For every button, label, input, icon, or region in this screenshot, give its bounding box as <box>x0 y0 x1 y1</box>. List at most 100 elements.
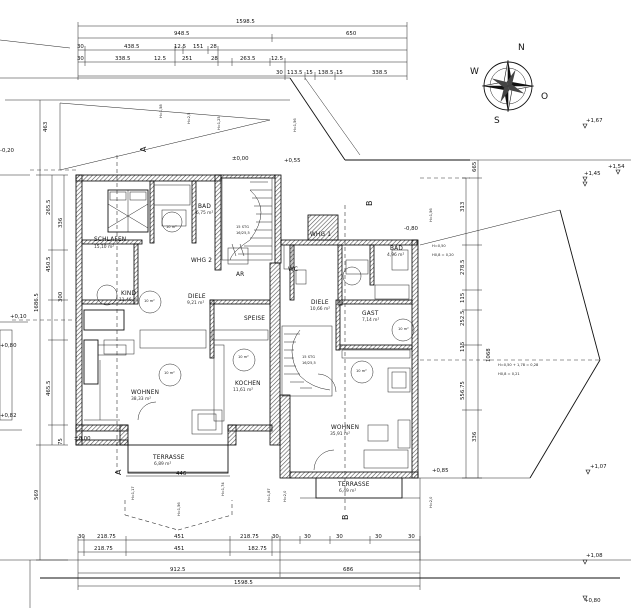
level-11: +1,07 <box>590 464 607 470</box>
svg-text:10 m²: 10 m² <box>356 369 367 373</box>
svg-text:H=1,74: H=1,74 <box>221 482 225 496</box>
dim-top-3g: 12.5 <box>271 56 283 62</box>
dim-bot-1d: 218.75 <box>240 534 259 540</box>
room-label-bad1: BAD <box>198 204 211 210</box>
svg-text:H=1,25: H=1,25 <box>217 116 221 130</box>
dim-right-1: 665 <box>472 162 478 172</box>
level-1: +1,67 <box>586 118 603 124</box>
site-lines-bottom <box>0 478 631 608</box>
dim-left-2: 265.5 <box>46 200 52 215</box>
stair-right-ratio: 16/25,5 <box>302 361 316 365</box>
room-label-speise: SPEISE <box>244 316 265 322</box>
dim-top-4a: 30 <box>276 70 283 76</box>
room-label-terrasse2: TERRASSE <box>337 482 370 488</box>
dim-left-7: 75 <box>58 438 64 445</box>
dim-top-3d: 251 <box>182 56 192 62</box>
dim-bot-1h: 30 <box>375 534 382 540</box>
room-label-diele2: DIELE <box>311 300 329 306</box>
level-5: +0,55 <box>284 158 301 164</box>
svg-text:H=2,5: H=2,5 <box>187 113 191 124</box>
level-14: +0,80 <box>584 598 601 604</box>
dim-bot-2b: 451 <box>174 546 184 552</box>
dim-right-4: 115 <box>460 293 466 303</box>
level-4: ±0,00 <box>232 156 249 162</box>
dim-top-4b: 113.5 <box>287 70 302 76</box>
dim-bot-1b: 218.75 <box>97 534 116 540</box>
svg-text:H=1,17: H=1,17 <box>131 486 135 500</box>
dim-bot-1f: 30 <box>304 534 311 540</box>
room-label-diele1: DIELE <box>188 294 206 300</box>
room-area-bad2: 4,96 m² <box>387 252 404 258</box>
svg-text:H=1,87: H=1,87 <box>267 488 271 502</box>
building-left <box>75 174 282 446</box>
dim-left-6: 450.5 <box>46 257 52 272</box>
level-9: +0,82 <box>0 413 17 419</box>
room-area-kind: 11,46 m² <box>119 297 139 303</box>
room-label-bad2: BAD <box>390 246 403 252</box>
dim-bot-2c: 182.75 <box>248 546 267 552</box>
room-area-diele2: 10,66 m² <box>310 306 330 312</box>
svg-text:H=2,0: H=2,0 <box>429 496 433 508</box>
room-label-kochen: KOCHEN <box>235 381 261 387</box>
dim-top-3b: 338.5 <box>115 56 130 62</box>
dim-top-3a: 30 <box>77 56 84 62</box>
room-label-whg2: WHG 2 <box>191 258 212 264</box>
svg-text:H=1,56: H=1,56 <box>429 208 433 222</box>
dim-right-8: 556.75 <box>460 381 466 400</box>
svg-text:10 m²: 10 m² <box>166 225 177 229</box>
room-label-wc: WC <box>288 267 298 273</box>
level-15: +0,80 <box>0 343 17 349</box>
section-mark-b-top: B <box>365 201 374 207</box>
room-label-whg1: WHG 1 <box>310 232 331 238</box>
stair-left-steps: 15 STG <box>236 225 249 229</box>
svg-text:H=1,56: H=1,56 <box>177 502 181 516</box>
svg-text:H=1,56: H=1,56 <box>293 118 297 132</box>
dim-top-2b: 438.5 <box>124 44 139 50</box>
level-12: +0,85 <box>432 468 449 474</box>
level-7: -0,20 <box>0 148 15 154</box>
dim-right-7: 115 <box>460 342 466 352</box>
dim-top-1a: 948.5 <box>174 31 189 37</box>
dim-top-2c: 12.5 <box>174 44 186 50</box>
section-mark-a-top: A <box>139 146 148 152</box>
dim-bot-2a: 218.75 <box>94 546 113 552</box>
dim-overall-top: 1598.5 <box>236 19 255 25</box>
level-13: +1,08 <box>586 553 603 559</box>
compass-s: S <box>494 116 500 126</box>
note-terrace-right-ht: H=0,50 + 1,78 = 0,28 <box>498 363 539 367</box>
dimension-chains-bottom: 30 218.75 451 218.75 30 30 30 30 30 218.… <box>77 534 421 590</box>
dim-right-9: 336 <box>472 431 478 442</box>
dim-top-2d: 151 <box>193 44 203 50</box>
note-terrace-right-ht2: H0,8 = 0,21 <box>498 372 520 376</box>
stair-right: 15 STG 16/25,5 <box>281 325 333 397</box>
furniture-right <box>283 244 411 471</box>
room-label-ar: AR <box>236 272 244 278</box>
room-label-schlafen: SCHLAFEN <box>94 237 126 243</box>
dim-top-2a: 30 <box>77 44 84 50</box>
room-area-wohnen2: 35,91 m² <box>330 431 350 437</box>
stair-left-ratio: 16/25,5 <box>236 231 250 235</box>
dim-top-4e: 15 <box>336 70 343 76</box>
dim-bot-1g: 30 <box>336 534 343 540</box>
room-area-wohnen1: 38,33 m² <box>131 396 151 402</box>
dim-top-3e: 28 <box>211 56 218 62</box>
dim-right-2: 313 <box>460 202 466 212</box>
svg-text:10 m²: 10 m² <box>164 371 175 375</box>
dim-right-5: 252.5 <box>460 311 466 326</box>
room-area-terrasse2: 6,49 m² <box>339 488 356 494</box>
stair-left: 15 STG 16/25,5 <box>221 177 273 265</box>
room-area-terrasse1: 6,89 m² <box>154 461 171 467</box>
level-8: +0,10 <box>10 314 27 320</box>
dimension-chains-right: 665 313 278.5 115 252.5 1068 115 556.75 … <box>460 160 492 479</box>
room-area-diele1: 9,21 m² <box>187 300 204 306</box>
compass-n: N <box>518 43 525 53</box>
dim-right-6: 1068 <box>486 348 492 362</box>
svg-text:H=2,0: H=2,0 <box>283 490 287 502</box>
dim-right-3: 278.5 <box>460 260 466 275</box>
site-lines-top <box>0 39 631 179</box>
section-mark-b-bottom: B <box>341 515 350 521</box>
dim-terrace-left: 446 <box>176 471 187 477</box>
dim-top-2e: 28 <box>210 44 217 50</box>
compass-o: O <box>541 92 548 102</box>
